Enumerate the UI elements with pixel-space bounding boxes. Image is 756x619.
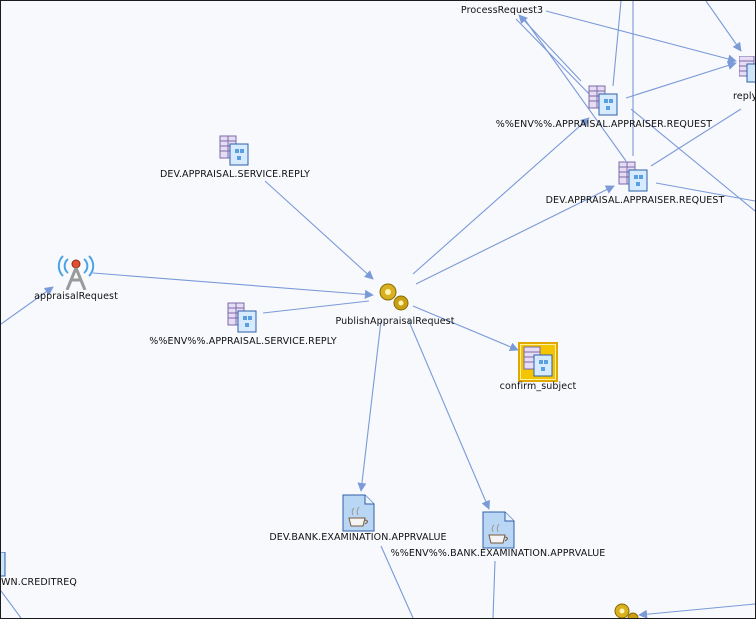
java-coffee-document-icon <box>342 494 375 532</box>
edge <box>612 1 622 87</box>
env-service-reply-label[interactable]: %%ENV%%.APPRAISAL.SERVICE.REPLY <box>149 336 337 347</box>
java-coffee-document-icon <box>482 511 515 549</box>
publish-appraisal-request-label[interactable]: PublishAppraisalRequest <box>335 316 455 327</box>
edge <box>650 108 742 167</box>
broadcast-tower-icon <box>57 255 95 290</box>
reply-label[interactable]: reply <box>733 91 756 102</box>
process-request3-label[interactable]: ProcessRequest3 <box>460 5 544 16</box>
message-queue-icon <box>739 56 755 83</box>
message-queue-icon <box>618 161 648 192</box>
edge <box>412 117 590 275</box>
edge <box>92 272 374 299</box>
message-queue-icon <box>219 135 249 166</box>
edge <box>262 300 370 314</box>
message-queue-icon <box>588 85 618 116</box>
edge <box>380 545 414 618</box>
edge <box>705 1 742 52</box>
process-gears-icon <box>614 603 639 618</box>
edge <box>655 182 755 202</box>
appraisal-request-label[interactable]: appraisalRequest <box>34 291 118 302</box>
dev-appraiser-request-label[interactable]: DEV.APPRAISAL.APPRAISER.REQUEST <box>545 195 725 206</box>
edge <box>522 16 627 162</box>
edge <box>264 180 374 280</box>
edge <box>515 18 597 102</box>
edge <box>1 286 54 325</box>
env-bank-exam-label[interactable]: %%ENV%%.BANK.EXAMINATION.APPRVALUE <box>390 548 606 559</box>
message-queue-icon <box>1 552 6 577</box>
edge <box>492 560 496 618</box>
env-appraiser-request-label[interactable]: %%ENV%%.APPRAISAL.APPRAISER.REQUEST <box>495 119 713 130</box>
edge <box>415 185 615 285</box>
edge <box>638 603 755 618</box>
confirm-subject-node[interactable] <box>518 342 558 382</box>
process-gears-icon <box>379 283 409 311</box>
edge <box>518 14 582 82</box>
edge <box>630 108 755 212</box>
edge <box>357 320 382 492</box>
edge <box>1 590 22 618</box>
message-queue-icon <box>523 346 553 377</box>
edge <box>407 318 490 510</box>
edge <box>545 10 737 64</box>
message-queue-icon <box>227 302 257 333</box>
creditreq-label[interactable]: WN.CREDITREQ <box>1 577 77 588</box>
edge <box>625 61 737 99</box>
dev-service-reply-label[interactable]: DEV.APPRAISAL.SERVICE.REPLY <box>159 169 311 180</box>
edge <box>412 305 519 352</box>
dev-bank-exam-label[interactable]: DEV.BANK.EXAMINATION.APPRVALUE <box>269 532 447 543</box>
confirm-subject-label[interactable]: confirm_subject <box>499 381 577 392</box>
